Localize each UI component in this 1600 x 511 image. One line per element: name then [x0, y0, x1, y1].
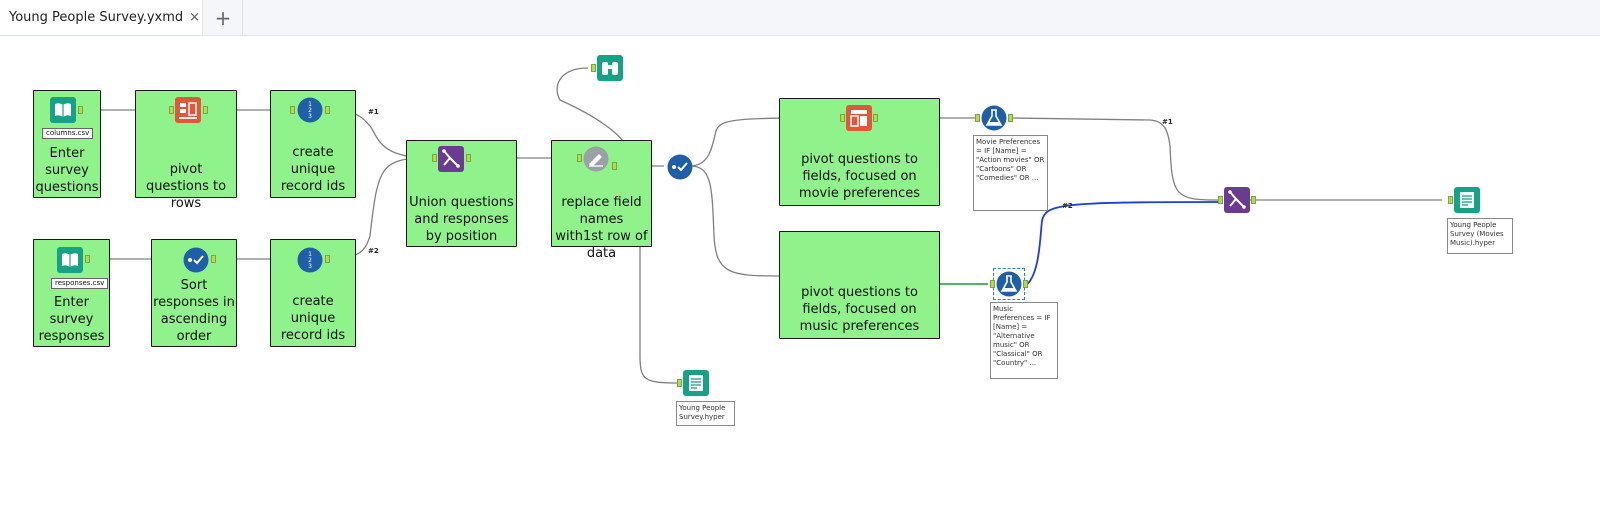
annotation-rename: replace field names with1st row of data [555, 195, 648, 261]
browse-binoculars-icon[interactable] [597, 55, 623, 81]
union-icon[interactable] [1224, 187, 1250, 213]
output-port[interactable] [203, 106, 208, 114]
close-icon[interactable]: × [189, 10, 201, 25]
output-port[interactable] [612, 162, 617, 170]
input-port[interactable] [840, 114, 845, 122]
wire-label: #2 [1062, 202, 1073, 210]
dynamic-rename-icon[interactable] [583, 146, 609, 172]
input-port[interactable] [432, 154, 437, 162]
formula-flask-icon[interactable] [993, 268, 1025, 300]
tab-workflow[interactable]: Young People Survey.yxmd × [0, 0, 203, 35]
annotation-input-responses: Enter survey responses [38, 295, 105, 344]
svg-text:2: 2 [308, 107, 312, 114]
wire-formula-music-to-union-blue [1024, 201, 1219, 287]
output-port[interactable] [1023, 280, 1028, 288]
output-2-note: Young People Survey (Movies Music).hyper [1447, 218, 1513, 254]
container-union[interactable] [406, 140, 517, 247]
wire-label: #1 [368, 108, 379, 116]
wire-label: #1 [1162, 118, 1173, 126]
input-responses-filename: responses.csv [51, 278, 109, 289]
output-port[interactable] [325, 255, 330, 263]
input-port[interactable] [1448, 196, 1453, 204]
input-port[interactable] [577, 154, 582, 162]
output-port[interactable] [78, 106, 83, 114]
input-questions-filename: columns.csv [42, 128, 94, 139]
annotation-pivot-rows: pivot questions to rows [145, 162, 227, 211]
output-port[interactable] [1008, 114, 1013, 122]
tab-title[interactable]: Young People Survey.yxmd [9, 10, 184, 25]
wire-formula-movie-to-union [1011, 117, 1219, 201]
annotation-sort: Sort responses in ascending order [153, 278, 235, 344]
output-port[interactable] [1251, 196, 1256, 204]
output-document-icon[interactable] [683, 370, 709, 396]
annotation-pivot-movie: pivot questions to fields, focused on mo… [798, 152, 921, 201]
union-icon[interactable] [438, 146, 464, 172]
transpose-icon[interactable] [175, 97, 201, 123]
input-port[interactable] [1218, 196, 1223, 204]
input-port[interactable] [591, 64, 596, 72]
formula-music-note: Music Preferences = IF [Name] = "Alterna… [990, 302, 1058, 379]
sort-icon[interactable] [183, 247, 209, 273]
formula-flask-icon[interactable] [981, 105, 1007, 131]
svg-text:1: 1 [308, 101, 312, 108]
book-input-icon[interactable] [50, 97, 76, 123]
output-1-note: Young People Survey.hyper [676, 401, 735, 426]
annotation-pivot-music: pivot questions to fields, focused on mu… [799, 285, 920, 334]
output-port[interactable] [873, 114, 878, 122]
workflow-canvas[interactable]: Enter survey questions pivot questions t… [0, 36, 1600, 511]
filter-check-icon[interactable] [667, 154, 693, 180]
wire-label: #2 [368, 247, 379, 255]
tab-bar: Young People Survey.yxmd × + [0, 0, 1600, 36]
output-port[interactable] [466, 154, 471, 162]
annotation-recid-1: create unique record ids [280, 145, 346, 194]
svg-text:1: 1 [308, 251, 312, 258]
output-port[interactable] [325, 106, 330, 114]
output-port[interactable] [85, 255, 90, 263]
svg-text:3: 3 [308, 263, 312, 270]
input-port[interactable] [169, 106, 174, 114]
input-port[interactable] [990, 280, 995, 288]
book-input-icon[interactable] [57, 247, 83, 273]
input-port[interactable] [677, 379, 682, 387]
svg-text:2: 2 [308, 257, 312, 264]
wire-filter-false [689, 165, 781, 277]
svg-text:3: 3 [308, 113, 312, 120]
input-port[interactable] [975, 114, 980, 122]
annotation-recid-2: create unique record ids [280, 294, 346, 343]
output-port[interactable] [211, 255, 216, 263]
formula-movie-note: Movie Preferences = IF [Name] = "Action … [973, 135, 1048, 211]
input-port[interactable] [290, 106, 295, 114]
annotation-input-questions: Enter survey questions [35, 146, 99, 195]
crosstab-icon[interactable] [846, 105, 872, 131]
add-tab-button[interactable]: + [204, 0, 243, 35]
annotation-union: Union questions and responses by positio… [409, 195, 514, 244]
container-pivot-music[interactable] [779, 231, 940, 339]
output-document-icon[interactable] [1454, 187, 1480, 213]
